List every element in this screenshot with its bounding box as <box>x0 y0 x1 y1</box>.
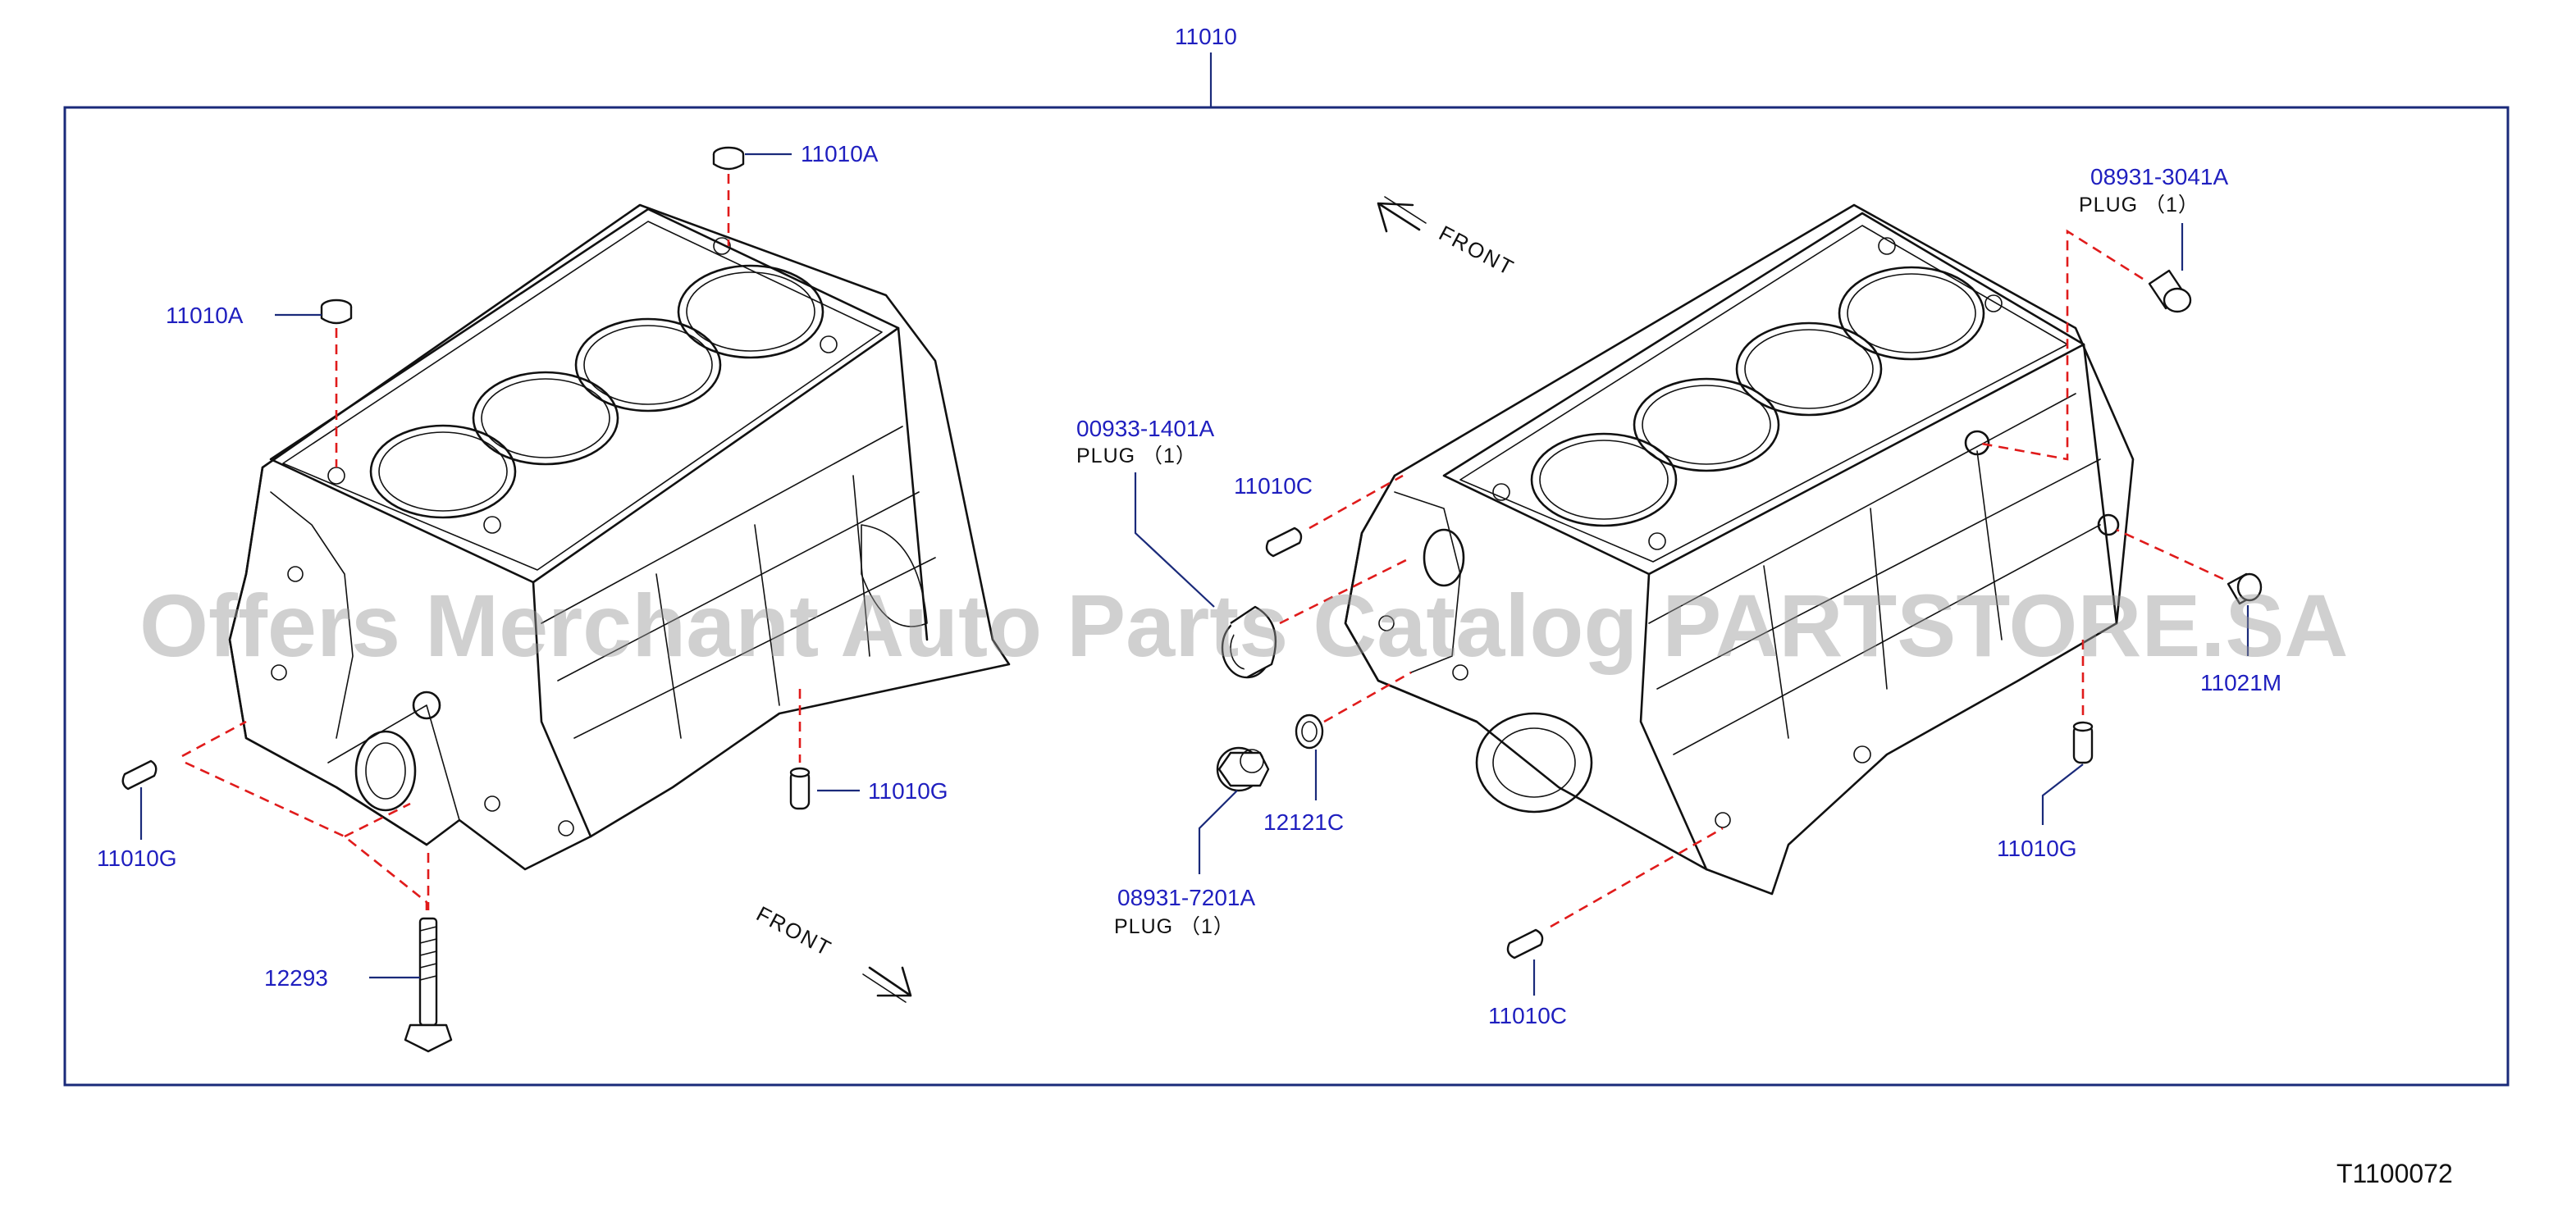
label-pin-c-lower[interactable]: 11010C <box>1488 1003 1567 1028</box>
label-plug-08931-7201-sub: PLUG （1） <box>1114 915 1235 938</box>
front-arrow-left-icon <box>862 966 912 1003</box>
label-plug-08931-7201[interactable]: 08931-7201A <box>1117 885 1255 910</box>
front-label-right: FRONT <box>1435 221 1519 280</box>
label-dowel-a-top[interactable]: 11010A <box>801 141 879 166</box>
label-dowel-a-left[interactable]: 11010A <box>166 303 244 328</box>
diagram-frame <box>63 106 2510 1087</box>
washer-12121c[interactable] <box>1295 713 1324 750</box>
sensor-11021m[interactable] <box>2227 572 2263 605</box>
dowel-11010a-top[interactable] <box>712 146 745 171</box>
label-plug-08931-3041[interactable]: 08931-3041A <box>2090 164 2228 189</box>
pin-11010c-lower[interactable] <box>1506 928 1544 959</box>
label-plug-00933[interactable]: 00933-1401A <box>1076 416 1214 441</box>
engine-block-left <box>228 203 1011 871</box>
assembly-label[interactable]: 11010 <box>1175 24 1237 49</box>
label-sensor[interactable]: 11021M <box>2200 670 2281 695</box>
engine-block-right <box>1344 203 2135 896</box>
front-label-left: FRONT <box>752 901 836 961</box>
watermark: Offers Merchant Auto Parts Catalog PARTS… <box>139 576 2348 675</box>
label-pin-g-left[interactable]: 11010G <box>97 846 177 871</box>
plug-08931-7201a[interactable] <box>1216 746 1270 792</box>
label-bolt[interactable]: 12293 <box>264 965 328 991</box>
plug-08931-3041a[interactable] <box>2148 269 2192 313</box>
label-pin-c-upper[interactable]: 11010C <box>1234 473 1313 499</box>
label-plug-00933-sub: PLUG （1） <box>1076 444 1197 467</box>
bolt-12293[interactable] <box>404 917 453 1053</box>
pin-11010g-right[interactable] <box>2072 721 2094 764</box>
plug-00933-1401a[interactable] <box>1221 605 1277 679</box>
drawing-code: T1100072 <box>2336 1159 2453 1188</box>
label-pin-g-center[interactable]: 11010G <box>868 778 948 804</box>
front-arrow-right-icon <box>1377 196 1427 233</box>
dowel-11010a-left[interactable] <box>320 299 353 325</box>
label-pin-g-right[interactable]: 11010G <box>1997 836 2077 861</box>
label-washer[interactable]: 12121C <box>1263 809 1344 835</box>
pin-11010g-left[interactable] <box>121 759 158 791</box>
label-plug-08931-3041-sub: PLUG （1） <box>2079 194 2199 217</box>
pin-11010g-center[interactable] <box>789 767 811 810</box>
pin-11010c-upper[interactable] <box>1265 526 1303 558</box>
